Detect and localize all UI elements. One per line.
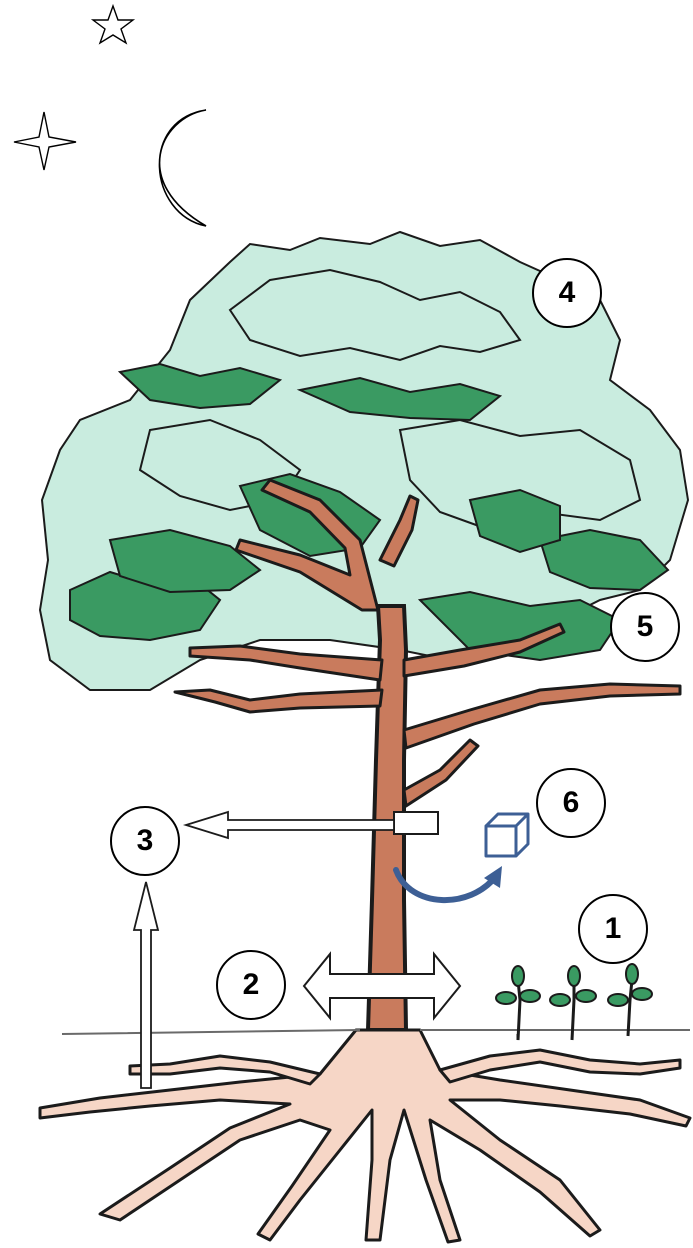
arrow-to-3 xyxy=(182,810,395,840)
curved-arrow-head xyxy=(484,866,502,888)
arrow-up-to-3 xyxy=(132,881,160,1089)
curved-arrow xyxy=(393,867,499,903)
trunk-sample-box xyxy=(393,811,439,835)
ground-line xyxy=(61,1029,690,1035)
seedling xyxy=(607,963,653,1037)
double-arrow xyxy=(302,951,462,1021)
label-5: 5 xyxy=(610,592,680,662)
foliage-dark xyxy=(69,362,670,662)
cube-icon xyxy=(484,812,530,858)
roots xyxy=(38,1028,692,1244)
lower-branches xyxy=(173,622,682,808)
trunk xyxy=(365,604,409,1032)
seedlings xyxy=(495,963,653,1041)
label-3: 3 xyxy=(110,806,180,876)
label-4: 4 xyxy=(532,258,602,328)
seedling xyxy=(495,965,541,1041)
label-6: 6 xyxy=(536,768,606,838)
upper-branches xyxy=(234,478,420,612)
crescent-moon-icon xyxy=(158,109,207,227)
label-1: 1 xyxy=(578,894,648,964)
seedling xyxy=(549,965,597,1041)
label-2: 2 xyxy=(216,950,286,1020)
star-icon xyxy=(90,3,136,45)
four-point-star-icon xyxy=(13,111,77,171)
